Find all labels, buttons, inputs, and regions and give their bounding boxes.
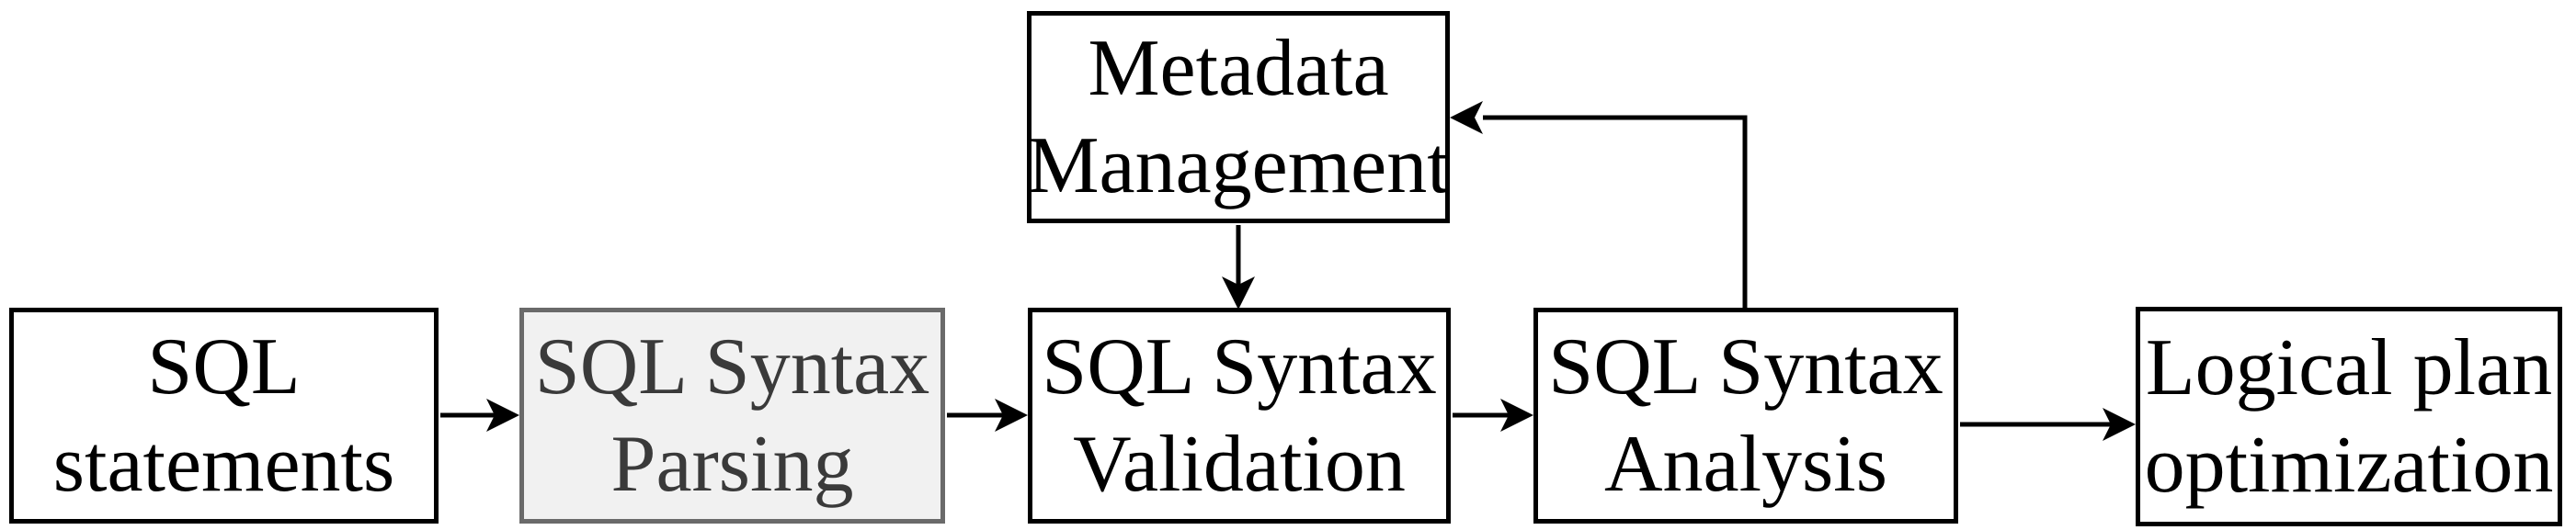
node-logical-plan-optimization-label: Logical plan optimization (2144, 322, 2554, 510)
node-logical-plan-optimization: Logical plan optimization (2136, 307, 2562, 526)
node-sql-syntax-validation: SQL Syntax Validation (1028, 308, 1451, 524)
arrow-statements-to-parsing (440, 399, 519, 432)
node-sql-statements: SQL statements (9, 308, 439, 524)
node-sql-syntax-parsing: SQL Syntax Parsing (519, 308, 945, 524)
arrow-analysis-to-metadata (1450, 101, 1748, 308)
node-sql-syntax-validation-label: SQL Syntax Validation (1042, 321, 1437, 509)
node-metadata-management-label: Metadata Management (1027, 23, 1450, 210)
arrow-metadata-to-validation (1222, 225, 1255, 310)
arrow-validation-to-analysis (1453, 399, 1533, 432)
node-sql-syntax-analysis: SQL Syntax Analysis (1533, 308, 1958, 524)
node-sql-syntax-parsing-label: SQL Syntax Parsing (534, 321, 930, 509)
node-sql-syntax-analysis-label: SQL Syntax Analysis (1548, 321, 1943, 509)
node-metadata-management: Metadata Management (1027, 11, 1450, 223)
arrow-parsing-to-validation (947, 399, 1028, 432)
arrow-analysis-to-optimization (1960, 408, 2136, 441)
node-sql-statements-label: SQL statements (52, 321, 395, 509)
